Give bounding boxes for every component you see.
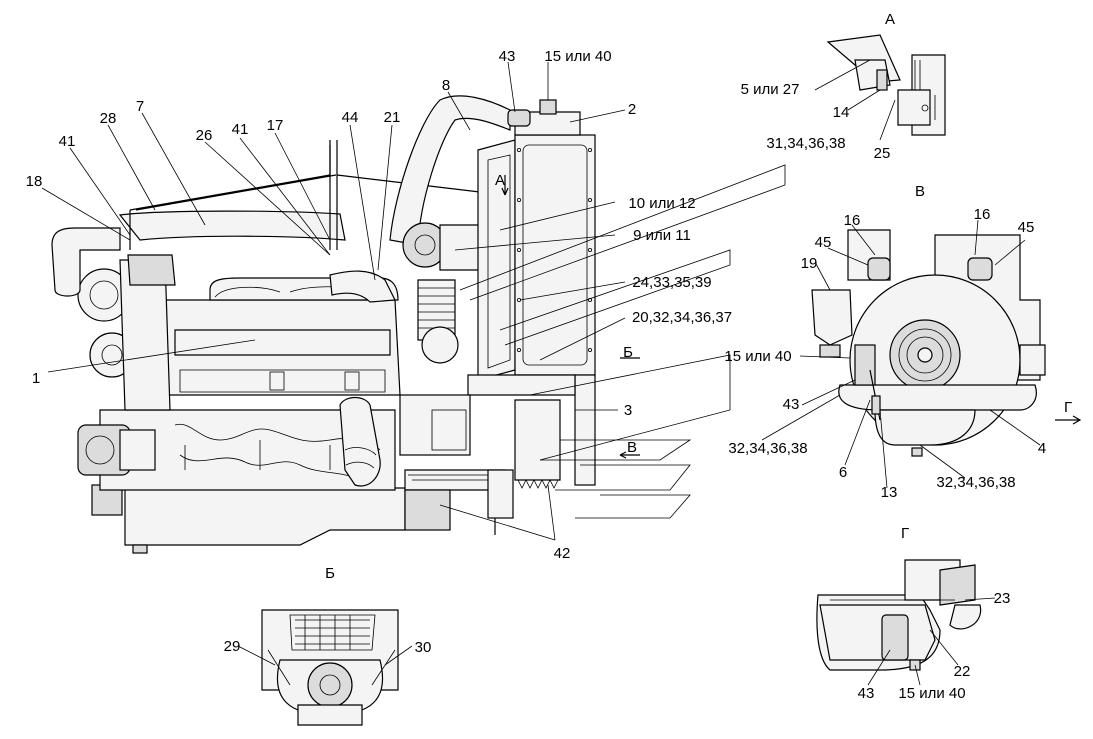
- view-label-b: Б: [325, 565, 335, 582]
- leader-lines: [41, 59, 1041, 686]
- callout-9-11: 9 или 11: [633, 227, 691, 244]
- callout-41-mid: 41: [232, 121, 249, 138]
- callout-42: 42: [554, 545, 571, 562]
- callout-4: 4: [1038, 440, 1046, 457]
- callout-labels: 43 15 или 40 2 8 7 28 41 18 26 41 17 44 …: [26, 48, 1047, 702]
- callout-10-12: 10 или 12: [628, 195, 695, 212]
- callout-3: 3: [624, 402, 632, 419]
- callout-8: 8: [442, 77, 450, 94]
- callout-25: 25: [874, 145, 891, 162]
- callout-29: 29: [224, 638, 241, 655]
- view-label-a: А: [885, 11, 895, 28]
- callout-45-left: 45: [815, 234, 832, 251]
- callout-43-top: 43: [499, 48, 516, 65]
- callout-15-40-g: 15 или 40: [898, 685, 965, 702]
- callout-19: 19: [801, 255, 818, 272]
- callout-32-right: 32,34,36,38: [936, 474, 1015, 491]
- callout-32-left: 32,34,36,38: [728, 440, 807, 457]
- callout-16-right: 16: [974, 206, 991, 223]
- callout-20: 20,32,34,36,37: [632, 309, 732, 326]
- callout-2: 2: [628, 101, 636, 118]
- view-arrow-g: Г: [1064, 399, 1072, 416]
- callout-7: 7: [136, 98, 144, 115]
- view-g: [816, 559, 982, 671]
- callout-44: 44: [342, 109, 359, 126]
- callout-24: 24,33,35,39: [632, 274, 711, 291]
- callout-22: 22: [954, 663, 971, 680]
- callout-45-right: 45: [1018, 219, 1035, 236]
- callout-15-40-top: 15 или 40: [544, 48, 611, 65]
- callout-28: 28: [100, 110, 117, 127]
- view-a: [826, 34, 946, 136]
- callout-41-left: 41: [59, 133, 76, 150]
- view-arrow-a: А: [495, 172, 505, 189]
- callout-18: 18: [26, 173, 43, 190]
- callout-5-27: 5 или 27: [741, 81, 800, 98]
- view-arrow-b: Б: [623, 344, 633, 361]
- callout-43-g: 43: [858, 685, 875, 702]
- callout-43-v: 43: [783, 396, 800, 413]
- callout-31: 31,34,36,38: [766, 135, 845, 152]
- view-b: [261, 609, 399, 726]
- callout-26: 26: [196, 127, 213, 144]
- callout-15-40-v: 15 или 40: [724, 348, 791, 365]
- callout-16-left: 16: [844, 212, 861, 229]
- callout-23: 23: [994, 590, 1011, 607]
- callout-13: 13: [881, 484, 898, 501]
- callout-21: 21: [384, 109, 401, 126]
- callout-30: 30: [415, 639, 432, 656]
- callout-17: 17: [267, 117, 284, 134]
- callout-6: 6: [839, 464, 847, 481]
- callout-14: 14: [833, 104, 850, 121]
- view-v: [811, 229, 1082, 457]
- view-label-v: В: [915, 183, 925, 200]
- main-side-view: [51, 95, 786, 554]
- callout-1: 1: [32, 370, 40, 387]
- view-label-g: Г: [901, 525, 909, 542]
- view-arrow-v: В: [627, 439, 637, 456]
